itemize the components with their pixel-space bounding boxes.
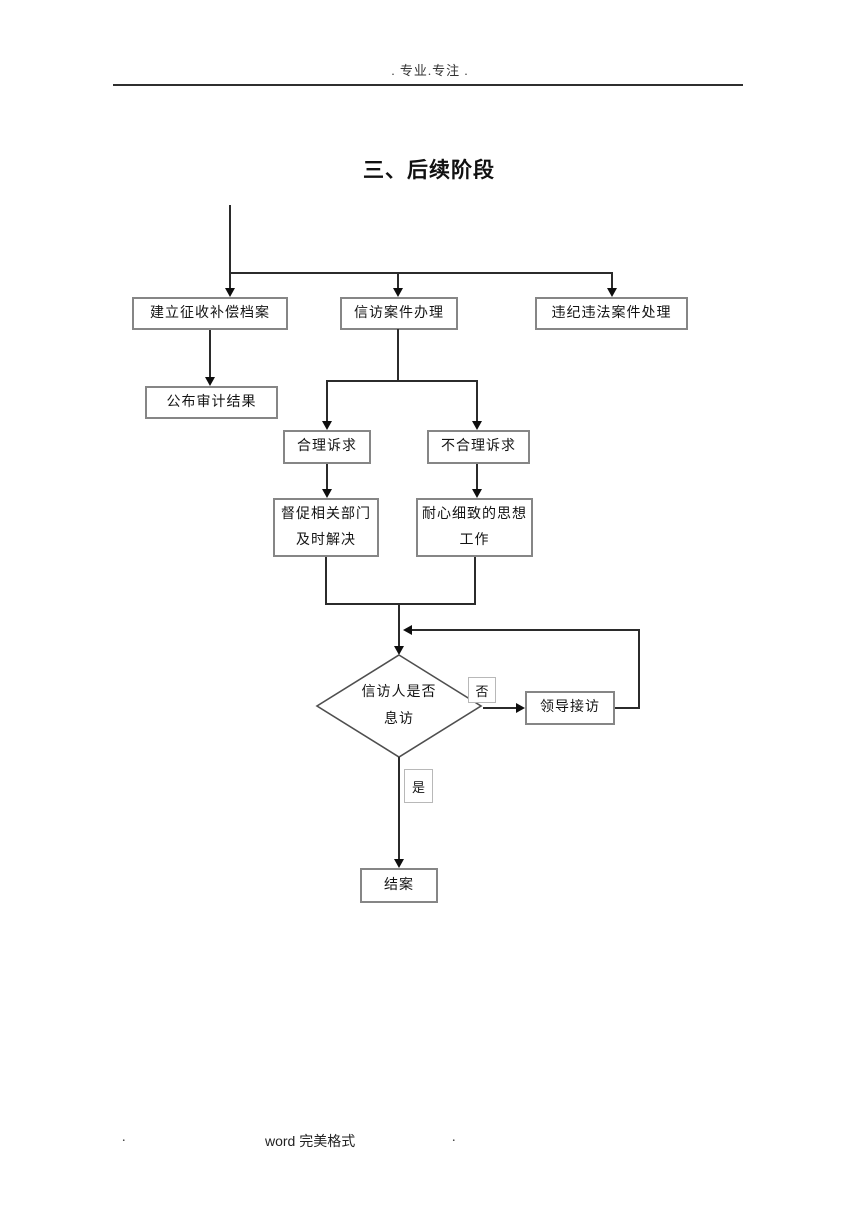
flow-node-decision-line1: 信访人是否 <box>361 685 437 700</box>
page-header-text: . 专业.专注 . <box>391 63 469 78</box>
footer-left-dot: . <box>122 1130 126 1145</box>
arrowhead-into-urge <box>322 489 332 498</box>
flow-node-petition: 信访案件办理 <box>340 297 458 330</box>
arrowhead-into-petition <box>393 288 403 297</box>
flow-node-patient-line1: 耐心细致的思想 <box>422 506 527 522</box>
flow-node-audit-label: 公布审计结果 <box>166 394 257 410</box>
arrowhead-into-violation <box>607 288 617 297</box>
connector-decision-close <box>398 757 400 860</box>
arrowhead-into-unreasonable <box>472 421 482 430</box>
flow-node-unreasonable-label: 不合理诉求 <box>441 439 516 454</box>
connector-unreasonable-patient <box>476 464 478 491</box>
footer-right-dot: . <box>452 1130 456 1145</box>
arrowhead-into-audit <box>205 377 215 386</box>
flow-node-archive-label: 建立征收补偿档案 <box>150 305 270 321</box>
arrowhead-feedback-left <box>403 625 412 635</box>
connector-leader-feedback <box>615 707 640 709</box>
connector-feedback-top <box>412 629 640 631</box>
page-footer: . word 完美格式 . <box>0 1128 860 1152</box>
connector-petition-stem <box>397 329 399 382</box>
arrowhead-into-decision <box>394 646 404 655</box>
connector-feedback-right <box>638 629 640 709</box>
arrowhead-into-leader <box>516 703 525 713</box>
arrowhead-into-reasonable <box>322 421 332 430</box>
flow-node-violation-label: 违纪违法案件处理 <box>551 305 672 321</box>
flow-node-petition-label: 信访案件办理 <box>354 305 444 321</box>
connector-petition-branch <box>326 380 478 382</box>
connector-drop-violation <box>611 272 613 290</box>
flow-node-patient: 耐心细致的思想 工作 <box>416 498 533 557</box>
branch-label-no: 否 <box>468 677 496 703</box>
flow-node-leader-label: 领导接访 <box>540 700 600 715</box>
flow-node-leader: 领导接访 <box>525 691 615 725</box>
flow-node-urge-line1: 督促相关部门 <box>281 506 371 522</box>
flow-node-decision-line2: 息访 <box>384 712 414 727</box>
connector-patient-merge <box>474 557 476 605</box>
page-title: 三、后续阶段 <box>363 158 495 182</box>
flow-node-urge: 督促相关部门 及时解决 <box>273 498 379 557</box>
flow-node-close-label: 结案 <box>384 877 414 893</box>
branch-label-yes: 是 <box>404 769 433 803</box>
flow-node-reasonable-label: 合理诉求 <box>297 439 357 454</box>
footer-text: word 完美格式 <box>265 1133 356 1149</box>
flow-node-close: 结案 <box>360 868 438 903</box>
branch-label-no-text: 否 <box>475 683 489 699</box>
connector-merge-bar <box>325 603 476 605</box>
flow-node-violation: 违纪违法案件处理 <box>535 297 688 330</box>
arrowhead-into-archive <box>225 288 235 297</box>
connector-drop-unreasonable <box>476 380 478 423</box>
connector-reasonable-urge <box>326 464 328 491</box>
flow-node-urge-line2: 及时解决 <box>296 532 356 548</box>
connector-archive-audit <box>209 330 211 379</box>
header-divider <box>113 84 743 86</box>
connector-urge-merge <box>325 557 327 605</box>
flow-node-audit: 公布审计结果 <box>145 386 278 419</box>
flow-node-patient-line2: 工作 <box>459 532 490 548</box>
flow-node-decision-text: 信访人是否 息访 <box>315 654 483 758</box>
flow-node-reasonable: 合理诉求 <box>283 430 371 464</box>
connector-top-stem <box>229 205 231 290</box>
connector-drop-reasonable <box>326 380 328 423</box>
arrowhead-into-close <box>394 859 404 868</box>
connector-merge-decision <box>398 603 400 648</box>
connector-top-branch <box>229 272 613 274</box>
connector-drop-petition <box>397 272 399 290</box>
flow-node-unreasonable: 不合理诉求 <box>427 430 530 464</box>
branch-label-yes-text: 是 <box>411 779 425 795</box>
arrowhead-into-patient <box>472 489 482 498</box>
flow-node-archive: 建立征收补偿档案 <box>132 297 288 330</box>
connector-decision-leader <box>483 707 516 709</box>
flow-node-decision: 信访人是否 息访 <box>315 654 483 758</box>
